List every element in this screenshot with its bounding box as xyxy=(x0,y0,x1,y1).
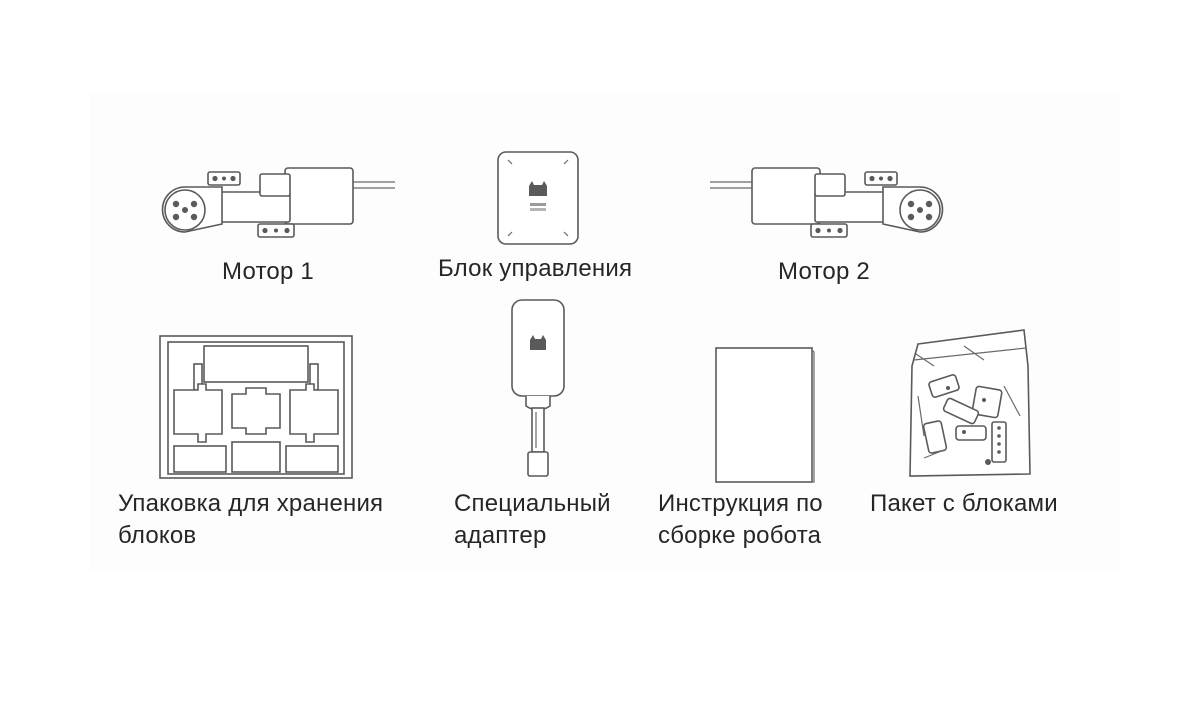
adapter-figure xyxy=(510,298,566,482)
motor-1-label: Мотор 1 xyxy=(222,258,314,285)
manual-figure xyxy=(712,344,816,484)
control-unit-label: Блок управления xyxy=(438,255,633,282)
manual-label: Инструкция по сборке робота xyxy=(658,488,823,552)
parts-bag-label: Пакет с блоками xyxy=(870,490,1058,517)
storage-box-icon xyxy=(159,335,353,479)
motor-2-figure xyxy=(705,162,945,242)
parts-bag-figure xyxy=(904,326,1034,478)
control-unit-icon xyxy=(497,151,579,245)
storage-box-label-line2: блоков xyxy=(118,522,197,549)
content-area xyxy=(90,92,1120,572)
adapter-label-line2: адаптер xyxy=(454,522,547,549)
control-unit-figure xyxy=(496,150,580,246)
manual-label-line2: сборке робота xyxy=(658,522,822,549)
manual-icon xyxy=(715,347,815,483)
motor-1-figure xyxy=(160,162,400,242)
adapter-label-line1: Специальный xyxy=(454,490,611,517)
motor-icon xyxy=(161,167,395,238)
storage-box-label-line1: Упаковка для хранения xyxy=(118,490,384,517)
storage-box-label: Упаковка для хранения блоков xyxy=(118,488,383,552)
motor-2-label: Мотор 2 xyxy=(778,258,870,285)
parts-bag-icon xyxy=(909,329,1031,477)
storage-box-figure xyxy=(158,334,354,480)
motor-icon xyxy=(710,167,944,238)
adapter-icon xyxy=(511,299,565,477)
adapter-label: Специальный адаптер xyxy=(454,488,611,552)
manual-label-line1: Инструкция по xyxy=(658,490,823,517)
